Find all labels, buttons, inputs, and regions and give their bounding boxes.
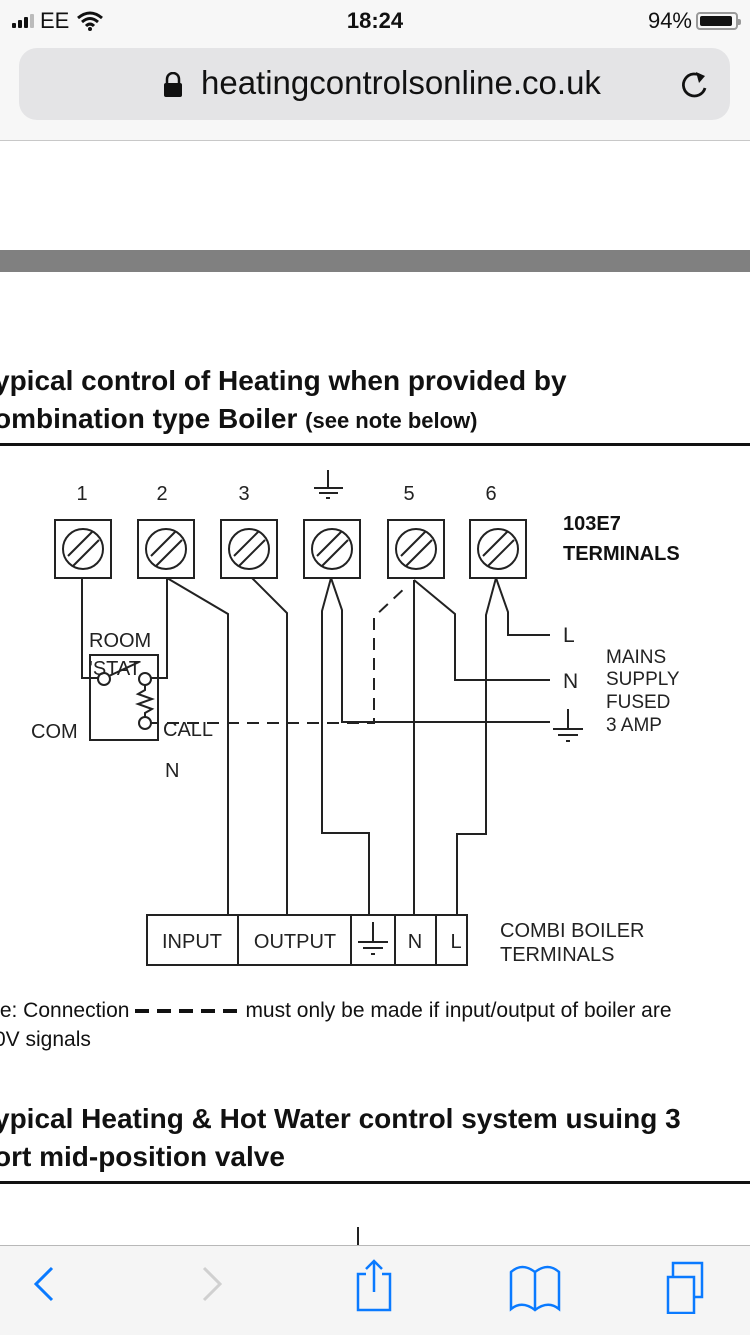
boiler-input-label: INPUT: [162, 931, 222, 953]
note-line1: te: Connection must only be made if input…: [0, 996, 672, 1026]
status-bar: EE 18:24 94%: [0, 0, 750, 40]
mains-text-1: MAINS: [606, 647, 666, 668]
section2-rule: [0, 1181, 750, 1184]
status-left: EE: [12, 8, 104, 34]
boiler-output-label: OUTPUT: [254, 931, 336, 953]
terminal-3: [220, 519, 278, 579]
terminal-label-1: 1: [76, 483, 87, 505]
note-suffix: must only be made if input/output of boi…: [245, 999, 672, 1022]
browser-chrome: heatingcontrolsonline.co.uk: [0, 40, 750, 141]
boiler-earth-icon: [358, 922, 388, 955]
terminal-2: [137, 519, 195, 579]
diagram-fragment: [357, 1227, 359, 1245]
reload-icon[interactable]: [678, 68, 712, 102]
battery-icon: [696, 12, 741, 30]
wifi-icon: [77, 11, 104, 31]
call-label: CALL: [163, 719, 213, 741]
terminal-5: [387, 519, 445, 579]
boiler-title-line1: COMBI BOILER: [500, 920, 644, 942]
screw-icon: [395, 528, 437, 570]
screw-icon: [477, 528, 519, 570]
dashed-line-legend: [135, 1009, 240, 1014]
terminals-title-line2: TERMINALS: [563, 543, 680, 565]
wires: [81, 577, 550, 915]
screw-icon: [62, 528, 104, 570]
mains-text-4: 3 AMP: [606, 715, 662, 736]
section1-title-line2: ombination type Boiler (see note below): [0, 401, 478, 439]
mains-l-label: L: [563, 624, 575, 647]
n-label: N: [165, 760, 179, 782]
terminal-label-3: 3: [238, 483, 249, 505]
terminal-1: [54, 519, 112, 579]
clock: 18:24: [346, 8, 404, 33]
boiler-title-line2: TERMINALS: [500, 944, 614, 966]
section1-rule: [0, 443, 750, 446]
bookmarks-button[interactable]: [508, 1264, 562, 1312]
carrier-label: EE: [40, 8, 70, 33]
note-line2: 0V signals: [0, 1028, 91, 1051]
section2-title-line2: ort mid-position valve: [0, 1141, 285, 1172]
mains-n-label: N: [563, 670, 578, 693]
share-button[interactable]: [352, 1258, 396, 1312]
back-button[interactable]: [30, 1264, 58, 1304]
terminal-earth: [303, 519, 361, 579]
battery-percent: 94%: [647, 8, 692, 33]
address-bar[interactable]: heatingcontrolsonline.co.uk: [19, 48, 730, 120]
boiler-terminal-block: [146, 914, 468, 966]
status-right: 94%: [647, 8, 741, 34]
section-divider: [0, 250, 750, 272]
signal-icon: [12, 14, 34, 28]
screw-icon: [228, 528, 270, 570]
earth-icon: [314, 470, 343, 499]
lock-icon: [164, 72, 182, 97]
section2-title-line1: ypical Heating & Hot Water control syste…: [0, 1103, 681, 1134]
note-prefix: te: Connection: [0, 999, 130, 1022]
tabs-button[interactable]: [664, 1260, 718, 1314]
wiring-diagram: 1 2 3 5 6 103E7 TERMINALS: [31, 470, 680, 966]
room-stat-label-1: ROOM: [89, 630, 151, 652]
section1-title-main: ombination type Boiler: [0, 403, 298, 434]
room-stat-label-2: 'STAT: [89, 658, 141, 680]
url-text[interactable]: heatingcontrolsonline.co.uk: [201, 64, 601, 101]
terminals-title-line1: 103E7: [563, 513, 621, 535]
boiler-l-label: L: [450, 931, 461, 953]
com-label: COM: [31, 721, 78, 743]
terminal-label-5: 5: [403, 483, 414, 505]
forward-button[interactable]: [198, 1264, 226, 1304]
room-stat: [89, 654, 159, 741]
terminal-label-2: 2: [156, 483, 167, 505]
terminal-label-6: 6: [485, 483, 496, 505]
terminal-6: [469, 519, 527, 579]
mains-text-3: FUSED: [606, 692, 670, 713]
mains-text-2: SUPPLY: [606, 669, 680, 690]
section1-title-note: (see note below): [305, 408, 478, 433]
boiler-n-label: N: [408, 931, 422, 953]
section1-title-line1: ypical control of Heating when provided …: [0, 365, 567, 396]
screw-icon: [311, 528, 353, 570]
browser-toolbar: [0, 1245, 750, 1335]
screw-icon: [145, 528, 187, 570]
mains-earth-icon: [553, 709, 583, 742]
